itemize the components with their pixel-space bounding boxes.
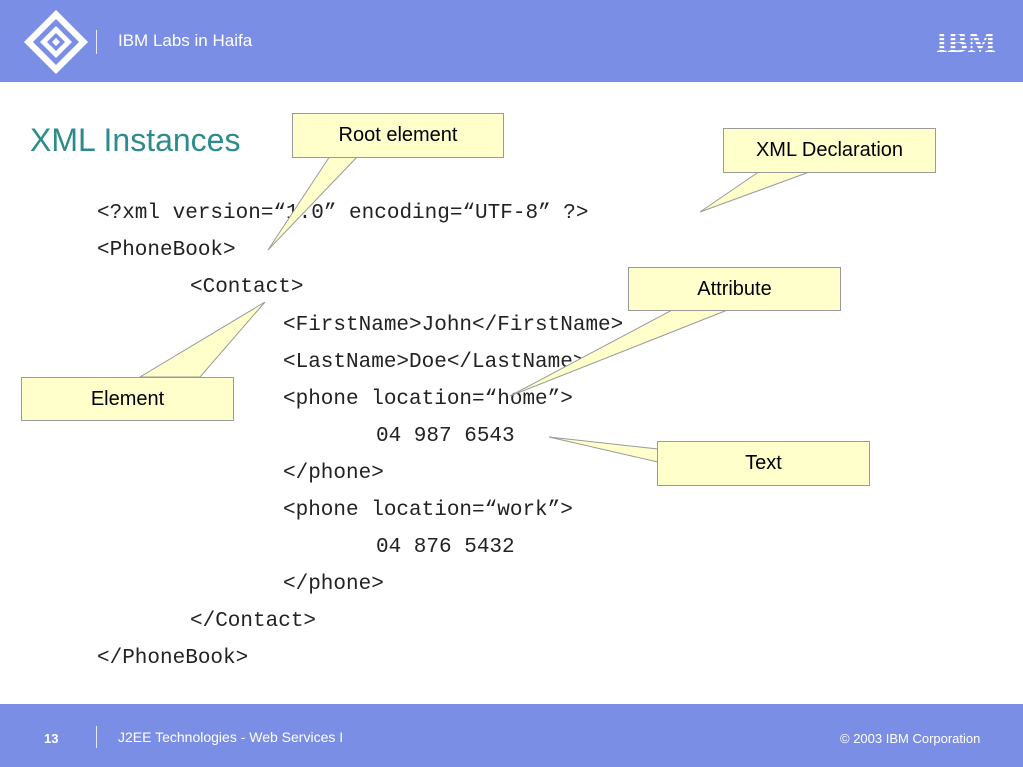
svg-text:IBM: IBM [936, 26, 996, 56]
code-line-phone-home-number: 04 987 6543 [376, 425, 515, 448]
callout-text: Text [657, 441, 870, 486]
code-line-phone-work-number: 04 876 5432 [376, 536, 515, 559]
page-number: 13 [44, 731, 59, 746]
ibm-labs-diamond-logo-icon [24, 10, 88, 74]
callout-element: Element [21, 377, 234, 421]
code-line-lastname: <LastName>Doe</LastName> [283, 351, 586, 374]
ibm-logo: IBM [936, 26, 996, 56]
code-line-firstname: <FirstName>John</FirstName> [283, 314, 624, 337]
code-line-contact-close: </Contact> [190, 610, 317, 633]
code-line-phonebook-close: </PhoneBook> [97, 647, 249, 670]
footer-divider [96, 726, 97, 748]
copyright-notice: © 2003 IBM Corporation [840, 731, 981, 746]
code-line-contact-open: <Contact> [190, 276, 304, 299]
slide-title: XML Instances [30, 122, 241, 158]
callout-root-element: Root element [292, 113, 504, 158]
callout-xml-declaration: XML Declaration [723, 128, 936, 173]
header-divider [96, 30, 97, 54]
header-title: IBM Labs in Haifa [118, 31, 253, 50]
code-line-phone-home-close: </phone> [283, 462, 384, 485]
code-line-phonebook-open: <PhoneBook> [97, 239, 236, 262]
code-line-phone-work-open: <phone location=“work”> [283, 499, 573, 522]
callout-attribute: Attribute [628, 267, 841, 311]
code-line-phone-work-close: </phone> [283, 573, 384, 596]
code-line-xml-declaration: <?xml version=“1.0” encoding=“UTF-8” ?> [97, 202, 589, 225]
header-bar: IBM Labs in Haifa IBM [0, 0, 1023, 82]
footer-bar: 13 J2EE Technologies - Web Services I © … [0, 704, 1023, 767]
code-line-phone-home-open: <phone location=“home”> [283, 388, 573, 411]
course-title: J2EE Technologies - Web Services I [118, 729, 344, 745]
